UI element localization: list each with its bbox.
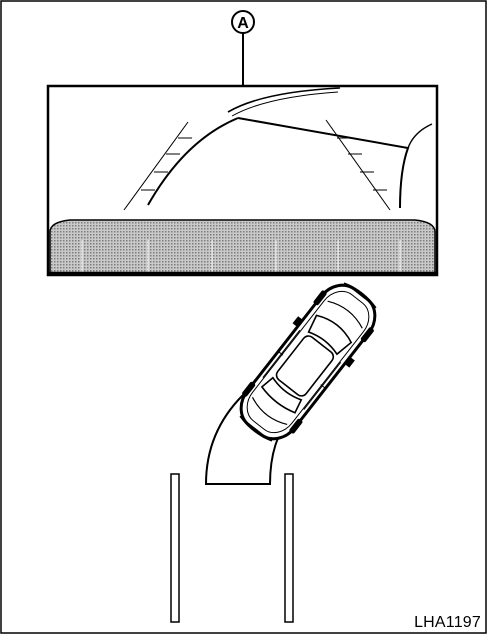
vehicle-windshield [307,314,353,356]
right-guide-line [325,119,391,211]
parking-line-right [284,473,294,623]
left-guide-line [123,121,192,211]
bumper-band-dividers [81,240,401,273]
rear-view-monitor [46,84,439,277]
vehicle-rear-window [260,376,303,414]
vehicle-roof [275,335,335,397]
parking-line-left [170,473,180,623]
callout-label: A [237,15,249,32]
parking-space-lines [170,473,294,623]
callout-a: A [231,10,255,86]
bumper-band [49,219,436,274]
parked-vehicle-corner [407,123,433,149]
vehicle-edge-arc [227,87,341,113]
vehicle-top-view [239,282,377,442]
predicted-course-line [147,117,239,206]
parked-vehicle-outline [237,117,410,209]
figure-code: LHA1197 [414,614,481,631]
vehicle-edge-arc-inner [231,91,339,117]
